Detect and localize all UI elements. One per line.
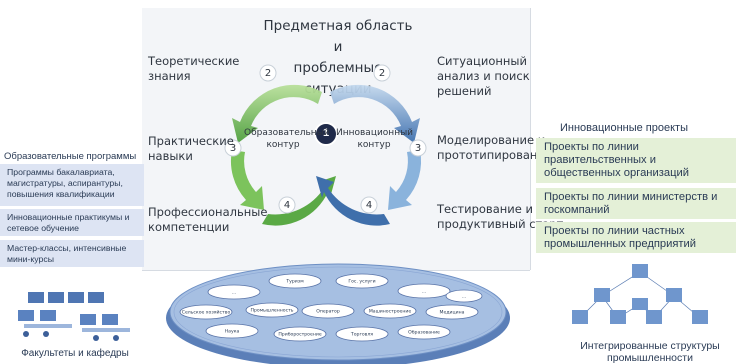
- faculties-caption: Факультеты и кафедры: [21, 348, 129, 359]
- stage-label-line: Ситуационный: [437, 54, 527, 68]
- project-item: Проекты по линии частных промышленных пр…: [536, 222, 736, 253]
- program-item: Мастер-классы, интенсивные мини-курсы: [0, 240, 144, 267]
- title-line: Предметная область и: [263, 18, 413, 55]
- contour-label-line: Инновационный: [336, 128, 414, 138]
- platform-node-label: ...: [232, 291, 236, 296]
- platform-nodes: [179, 273, 483, 342]
- platform-node-label: Оператор: [316, 309, 340, 315]
- server-icons: [572, 264, 708, 324]
- caption-line: промышленности: [607, 352, 693, 364]
- faculty-computers-icon: [18, 292, 130, 341]
- stage-label-line: знания: [148, 69, 191, 83]
- platform-node-label: Наука: [225, 329, 240, 335]
- platform-node-label: Промышленность: [251, 308, 294, 314]
- innovation-contour-label: Инновационный контур: [336, 127, 414, 151]
- stage-label-line: Теоретические: [148, 54, 240, 68]
- stage-label-line: прототипирование: [437, 148, 552, 162]
- stage-label-line: Профессиональные: [148, 205, 268, 219]
- stage-markers-left: [224, 64, 296, 214]
- platform-node-label: Приборостроение: [278, 332, 321, 338]
- stage-label-modeling: Моделирование и прототипирование: [437, 133, 552, 163]
- stage-label-testing: Тестирование и продуктивный старт: [437, 202, 563, 232]
- stage-label-competencies: Профессиональные компетенции: [148, 205, 267, 235]
- stage-label-line: Моделирование и: [437, 133, 546, 147]
- project-item: Проекты по линии министерств и госкомпан…: [536, 188, 736, 219]
- divider-line: [530, 8, 531, 270]
- platform-node-label: ...: [422, 290, 426, 295]
- stage-number: 4: [283, 200, 291, 211]
- program-item: Программы бакалавриата, магистратуры, ас…: [0, 164, 144, 206]
- stage-markers-right: [360, 64, 427, 214]
- contour-label-line: контур: [266, 140, 300, 150]
- center-node: [314, 122, 338, 146]
- stage-label-practice: Практические навыки: [148, 134, 234, 164]
- industry-caption: Интегрированные структуры промышленности: [562, 340, 738, 364]
- platform-node-label: Гос. услуги: [348, 279, 375, 285]
- stage-number: 4: [365, 200, 373, 211]
- platform-node-label: Сельское хозяйство: [182, 309, 231, 316]
- platform-node-label: Машиностроение: [369, 309, 412, 315]
- platform-node-label: Образование: [408, 330, 440, 336]
- contour-label-line: Образовательный: [244, 128, 330, 138]
- stage-label-analysis: Ситуационный анализ и поиск решений: [437, 54, 530, 99]
- stage-label-line: Тестирование и: [437, 202, 533, 216]
- platform-node-labels: Туризм Гос. услуги ... ... Сельское хозя…: [182, 279, 466, 338]
- stage-label-line: продуктивный старт: [437, 217, 564, 231]
- contour-label-line: контур: [357, 140, 391, 150]
- platform-node-label: Медицина: [440, 310, 465, 316]
- educational-programs-heading: Образовательные программы: [4, 151, 137, 162]
- platform-node-label: ...: [462, 295, 466, 300]
- innovation-projects-heading: Инновационные проекты: [560, 122, 688, 134]
- stage-label-line: навыки: [148, 149, 193, 163]
- center-number: 1: [322, 127, 330, 139]
- stage-label-line: решений: [437, 84, 492, 98]
- stage-number: 3: [229, 143, 237, 154]
- stage-label-line: компетенции: [148, 220, 230, 234]
- innovation-cycle-ring: [316, 84, 422, 226]
- stage-label-line: анализ и поиск: [437, 69, 530, 83]
- program-item: Инновационные практикумы и сетевое обуче…: [0, 209, 144, 236]
- stage-number: 3: [414, 143, 422, 154]
- stage-number: 2: [264, 68, 272, 79]
- stage-label-line: Практические: [148, 134, 234, 148]
- platform-node-label: Туризм: [285, 279, 304, 285]
- educational-contour-label: Образовательный контур: [244, 127, 330, 151]
- stage-number: 2: [378, 68, 386, 79]
- stage-label-theory: Теоретические знания: [148, 54, 239, 84]
- platform-node-label: Торговля: [350, 332, 373, 338]
- project-item: Проекты по линии правительственных и общ…: [536, 138, 736, 183]
- caption-line: Интегрированные структуры: [580, 340, 720, 352]
